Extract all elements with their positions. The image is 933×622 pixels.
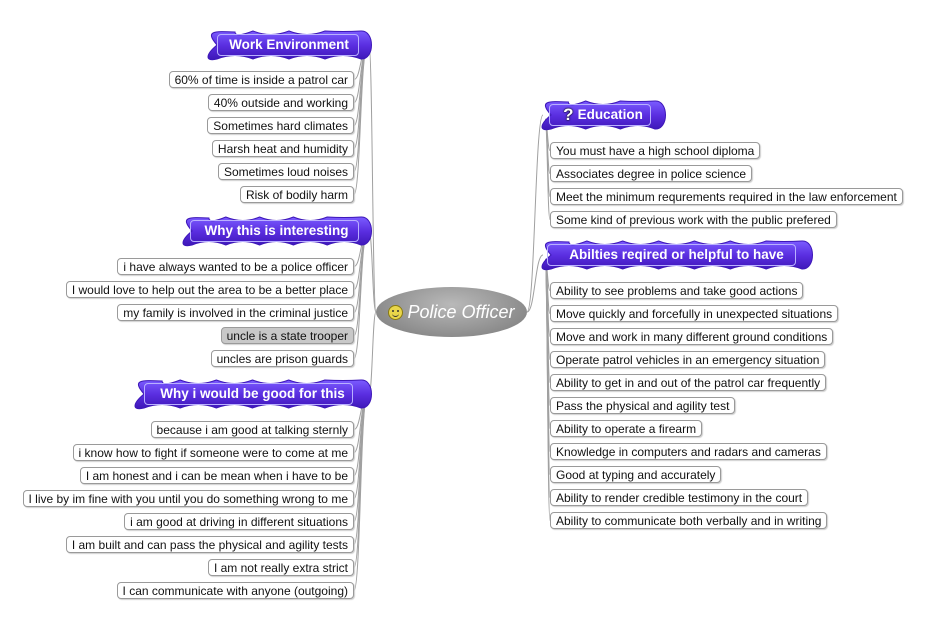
branch-work-environment[interactable]: Work Environment [205, 28, 373, 62]
branch-label: Why this is interesting [204, 223, 349, 238]
leaf-good-7[interactable]: I can communicate with anyone (outgoing) [116, 582, 354, 599]
leaf-interesting-2[interactable]: my family is involved in the criminal ju… [117, 304, 354, 321]
branch-education[interactable]: ?Education [539, 98, 667, 132]
leaf-good-4[interactable]: i am good at driving in different situat… [124, 513, 354, 530]
branch-blob [182, 216, 372, 247]
connector-leaf [353, 234, 368, 359]
leaf-abilities-10[interactable]: Ability to communicate both verbally and… [550, 512, 828, 529]
leaf-work-5[interactable]: Risk of bodily harm [239, 186, 354, 203]
connector-leaf [353, 48, 368, 172]
connector-branch [526, 254, 544, 313]
leaf-abilities-8[interactable]: Good at typing and accurately [550, 466, 722, 483]
leaf-good-5[interactable]: I am built and can pass the physical and… [65, 536, 354, 553]
branch-abilities[interactable]: Abilties reqired or helpful to have [539, 238, 814, 272]
leaf-work-0[interactable]: 60% of time is inside a patrol car [168, 71, 354, 88]
branch-label: Education [577, 107, 643, 122]
leaf-interesting-3-selected[interactable]: uncle is a state trooper [220, 327, 354, 344]
branch-label: Why i would be good for this [160, 386, 345, 401]
branch-why-good[interactable]: Why i would be good for this [132, 377, 373, 411]
leaf-education-0[interactable]: You must have a high school diploma [550, 142, 761, 159]
leaf-abilities-5[interactable]: Pass the physical and agility test [550, 397, 736, 414]
leaf-abilities-3[interactable]: Operate patrol vehicles in an emergency … [550, 351, 826, 368]
leaf-education-3[interactable]: Some kind of previous work with the publ… [550, 211, 837, 228]
smiley-icon [388, 305, 404, 320]
leaf-abilities-2[interactable]: Move and work in many different ground c… [550, 328, 834, 345]
leaf-education-2[interactable]: Meet the minimum requrements required in… [550, 188, 903, 205]
branch-blob [207, 30, 372, 61]
leaf-education-1[interactable]: Associates degree in police science [550, 165, 753, 182]
branch-blob-shape [182, 216, 372, 247]
connector-branch [526, 114, 544, 313]
leaf-abilities-0[interactable]: Ability to see problems and take good ac… [550, 282, 804, 299]
branch-blob [541, 240, 813, 271]
connector-branch [368, 44, 377, 313]
central-topic[interactable]: Police Officer [376, 287, 527, 337]
leaf-interesting-4[interactable]: uncles are prison guards [210, 350, 354, 367]
leaf-work-1[interactable]: 40% outside and working [207, 94, 354, 111]
branch-label: Abilties reqired or helpful to have [569, 247, 784, 262]
branch-blob-shape [541, 240, 813, 271]
leaf-work-3[interactable]: Harsh heat and humidity [211, 140, 354, 157]
leaf-abilities-4[interactable]: Ability to get in and out of the patrol … [550, 374, 827, 391]
leaf-good-2[interactable]: I am honest and i can be mean when i hav… [79, 467, 354, 484]
leaf-interesting-0[interactable]: i have always wanted to be a police offi… [117, 258, 354, 275]
leaf-good-1[interactable]: i know how to fight if someone were to c… [72, 444, 354, 461]
leaf-good-6[interactable]: I am not really extra strict [207, 559, 354, 576]
central-topic-label: Police Officer [407, 302, 515, 322]
leaf-good-0[interactable]: because i am good at talking sternly [150, 421, 354, 438]
leaf-abilities-1[interactable]: Move quickly and forcefully in unexpecte… [550, 305, 839, 322]
leaf-abilities-7[interactable]: Knowledge in computers and radars and ca… [550, 443, 827, 460]
branch-blob-shape [207, 30, 372, 61]
branch-label: Work Environment [229, 37, 349, 52]
leaf-abilities-9[interactable]: Ability to render credible testimony in … [550, 489, 809, 506]
leaf-work-2[interactable]: Sometimes hard climates [207, 117, 354, 134]
leaf-abilities-6[interactable]: Ability to operate a firearm [550, 420, 703, 437]
leaf-good-3[interactable]: I live by im fine with you until you do … [22, 490, 354, 507]
leaf-interesting-1[interactable]: I would love to help out the area to be … [65, 281, 354, 298]
connector-leaf [544, 258, 551, 521]
branch-why-interesting[interactable]: Why this is interesting [180, 214, 373, 248]
leaf-work-4[interactable]: Sometimes loud noises [217, 163, 354, 180]
question-icon: ? [563, 105, 574, 124]
